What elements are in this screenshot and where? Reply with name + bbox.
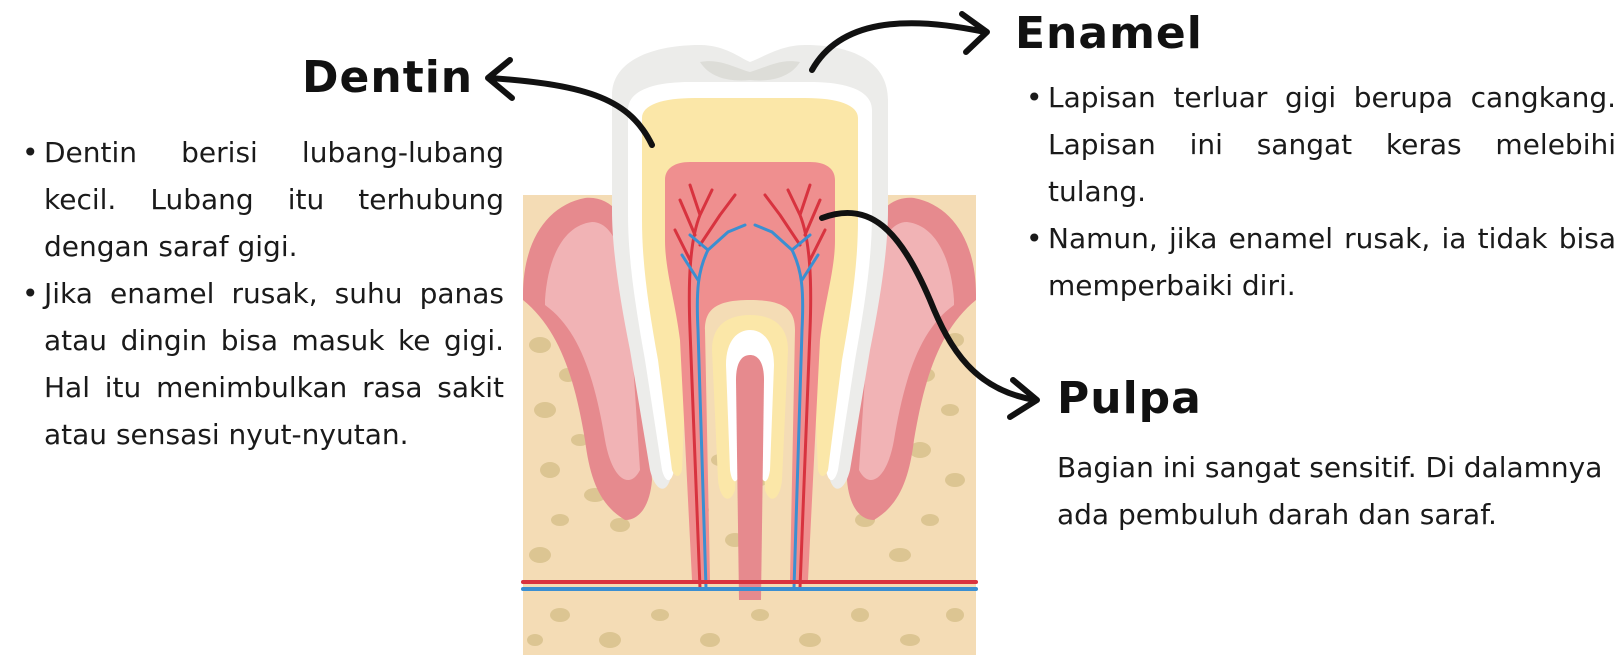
dentin-point-1: Dentin berisi lubang-lubang kecil. Luban… bbox=[22, 129, 504, 270]
enamel-highlight bbox=[700, 61, 800, 81]
enamel-heading: Enamel bbox=[1015, 8, 1203, 59]
arrow-dentin-head bbox=[485, 57, 515, 101]
pulp-chamber bbox=[665, 162, 835, 580]
dentin-description-list: Dentin berisi lubang-lubang kecil. Luban… bbox=[20, 129, 504, 458]
gum-left-inner bbox=[545, 222, 640, 480]
enamel-point-1: Lapisan terluar gigi berupa cangkang. La… bbox=[1026, 74, 1616, 215]
dentin-heading: Dentin bbox=[302, 52, 474, 103]
pulpa-description: Bagian ini sangat sensitif. Di dalamnya … bbox=[1057, 451, 1603, 531]
gum-right-inner bbox=[859, 222, 954, 480]
nerve-right bbox=[753, 223, 820, 590]
arrow-dentin bbox=[487, 75, 655, 148]
pulpa-heading: Pulpa bbox=[1057, 373, 1202, 424]
dentin-point-2: Jika enamel rusak, suhu panas atau dingi… bbox=[22, 270, 504, 458]
enamel-point-2: Namun, jika enamel rusak, ia tidak bisa … bbox=[1026, 215, 1616, 309]
arrow-pulpa bbox=[819, 209, 1038, 403]
blood-vessels bbox=[521, 183, 978, 591]
arrow-enamel-head bbox=[959, 11, 990, 55]
nerve-left bbox=[680, 223, 747, 590]
arrow-pulpa-head bbox=[1007, 377, 1040, 420]
arrow-enamel bbox=[809, 20, 988, 73]
inner-red bbox=[736, 355, 764, 600]
pointer-arrows bbox=[485, 11, 1040, 420]
enamel-description-list: Lapisan terluar gigi berupa cangkang. La… bbox=[1024, 74, 1616, 309]
